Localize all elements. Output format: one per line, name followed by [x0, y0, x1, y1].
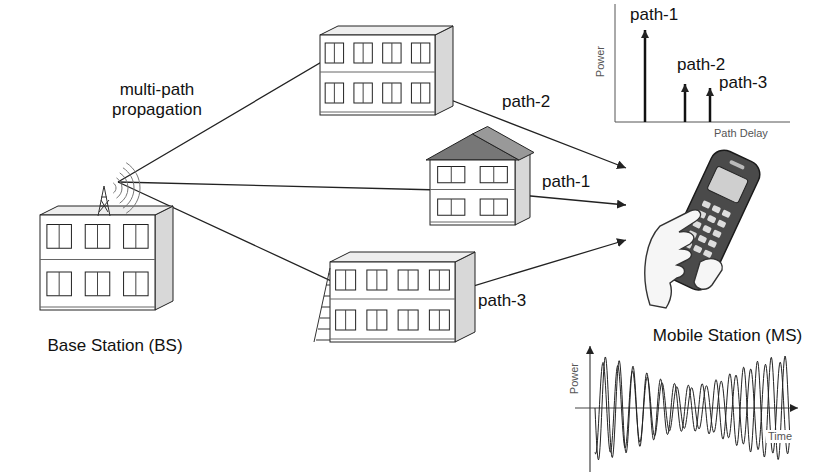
- axis-label: Time: [766, 430, 794, 443]
- building: [40, 206, 173, 310]
- fading-waveform: [595, 356, 790, 460]
- power-time-axes: [575, 346, 798, 472]
- axis-label: Path Delay: [712, 127, 770, 140]
- station: Mobile Station (MS): [626, 150, 829, 346]
- building: [314, 252, 475, 342]
- profile-label: path-3: [717, 73, 769, 93]
- hand: [645, 210, 701, 308]
- delay-profile-axes: [615, 4, 790, 122]
- station-label: Base Station (BS): [11, 336, 219, 356]
- buildings: [40, 26, 534, 342]
- path-label: path-3: [476, 291, 528, 311]
- station-label: Mobile Station (MS): [626, 326, 829, 346]
- path-label: path-1: [540, 172, 592, 192]
- building: [426, 127, 534, 226]
- axis-label: Power: [568, 361, 581, 396]
- antenna-tower: [98, 163, 140, 216]
- profile-label: path-1: [628, 5, 680, 25]
- annotation: multi-path propagation: [95, 80, 219, 121]
- station: Base Station (BS): [11, 182, 219, 356]
- path-label: path-2: [500, 92, 552, 112]
- axis-label: Power: [594, 44, 607, 79]
- propagation-path: [118, 182, 626, 290]
- delay-profile-bars: [645, 30, 710, 122]
- thumb: [694, 259, 722, 290]
- building: [320, 26, 453, 115]
